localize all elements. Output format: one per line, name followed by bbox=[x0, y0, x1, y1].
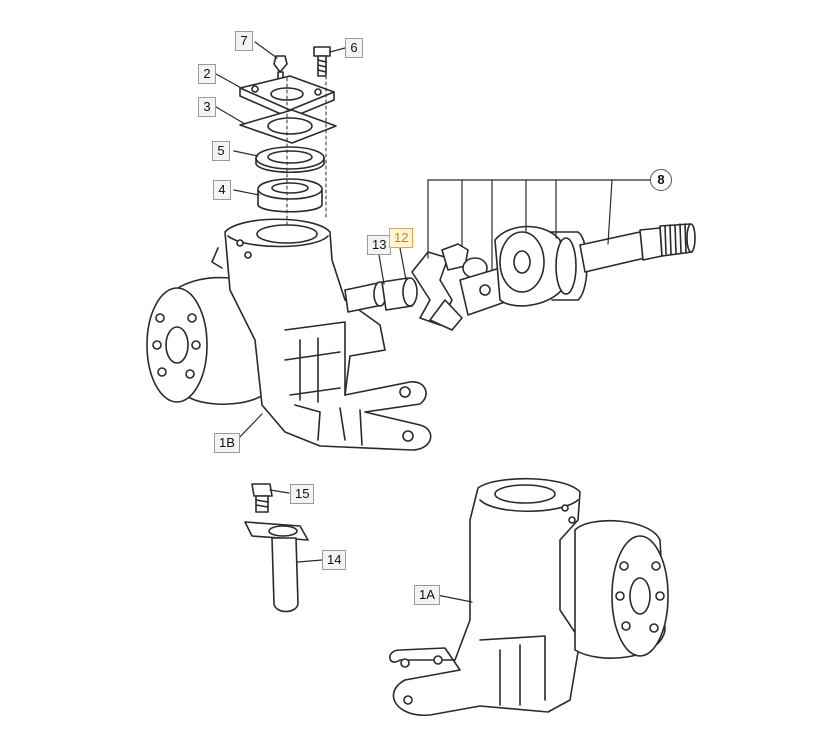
bolt-15 bbox=[251, 483, 273, 513]
callout-12: 12 bbox=[389, 228, 414, 248]
callout-2: 2 bbox=[198, 64, 216, 84]
callout-4: 4 bbox=[213, 180, 231, 200]
driveshaft-8 bbox=[344, 223, 696, 331]
bearing-4 bbox=[257, 178, 323, 213]
callout-15: 15 bbox=[290, 484, 315, 504]
bolt-6 bbox=[313, 46, 331, 77]
leader-lines bbox=[215, 41, 651, 603]
knuckle-1a bbox=[389, 477, 669, 716]
callout-6: 6 bbox=[345, 38, 363, 58]
callout-1b: 1B bbox=[214, 433, 240, 453]
knuckle-1b bbox=[146, 218, 432, 451]
gasket-3 bbox=[239, 109, 337, 144]
callout-5: 5 bbox=[212, 141, 230, 161]
callout-13: 13 bbox=[367, 235, 392, 255]
callout-7: 7 bbox=[235, 31, 253, 51]
callout-3: 3 bbox=[198, 97, 216, 117]
callout-8: 8 bbox=[650, 169, 672, 191]
seal-5 bbox=[255, 146, 325, 174]
callout-14: 14 bbox=[322, 550, 347, 570]
callout-1a: 1A bbox=[414, 585, 440, 605]
pin-14 bbox=[244, 521, 309, 613]
grease-nipple-7 bbox=[273, 55, 288, 81]
